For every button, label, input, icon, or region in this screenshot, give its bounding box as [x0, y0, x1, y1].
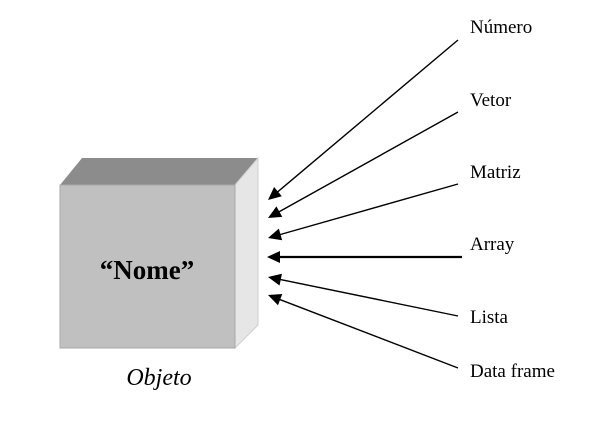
cube-front-face — [59, 184, 236, 349]
cube-top-face — [60, 158, 258, 185]
object-name-label: “Nome” — [100, 255, 194, 285]
arrowhead-matriz — [268, 228, 283, 241]
type-label-array: Array — [470, 234, 515, 255]
arrowhead-array — [267, 251, 280, 263]
arrowhead-lista — [268, 273, 282, 286]
arrow-line-numero — [275, 39, 459, 194]
arrow-line-matriz — [278, 183, 459, 236]
type-label-lista: Lista — [470, 307, 509, 328]
arrow-data-frame — [268, 294, 459, 369]
arrow-line-data-frame — [278, 298, 459, 369]
type-label-matriz: Matriz — [470, 162, 521, 183]
arrow-numero — [268, 39, 459, 200]
arrow-line-lista — [278, 278, 459, 317]
object-caption: Objeto — [126, 365, 191, 391]
arrowhead-data-frame — [268, 294, 283, 306]
arrows — [267, 39, 462, 369]
object-cube: “Nome” — [59, 156, 259, 350]
arrow-line-vetor — [277, 111, 459, 214]
arrowhead-numero — [268, 187, 282, 200]
cube-side-face — [234, 156, 259, 350]
arrow-array — [267, 251, 462, 263]
arrow-lista — [268, 273, 459, 317]
arrow-matriz — [268, 183, 459, 241]
arrow-vetor — [268, 111, 459, 218]
type-label-vetor: Vetor — [470, 90, 512, 111]
type-label-numero: Número — [470, 17, 532, 38]
arrowhead-vetor — [268, 206, 283, 218]
type-label-data-frame: Data frame — [470, 361, 555, 382]
type-labels: Número Vetor Matriz Array Lista Data fra… — [470, 17, 555, 382]
